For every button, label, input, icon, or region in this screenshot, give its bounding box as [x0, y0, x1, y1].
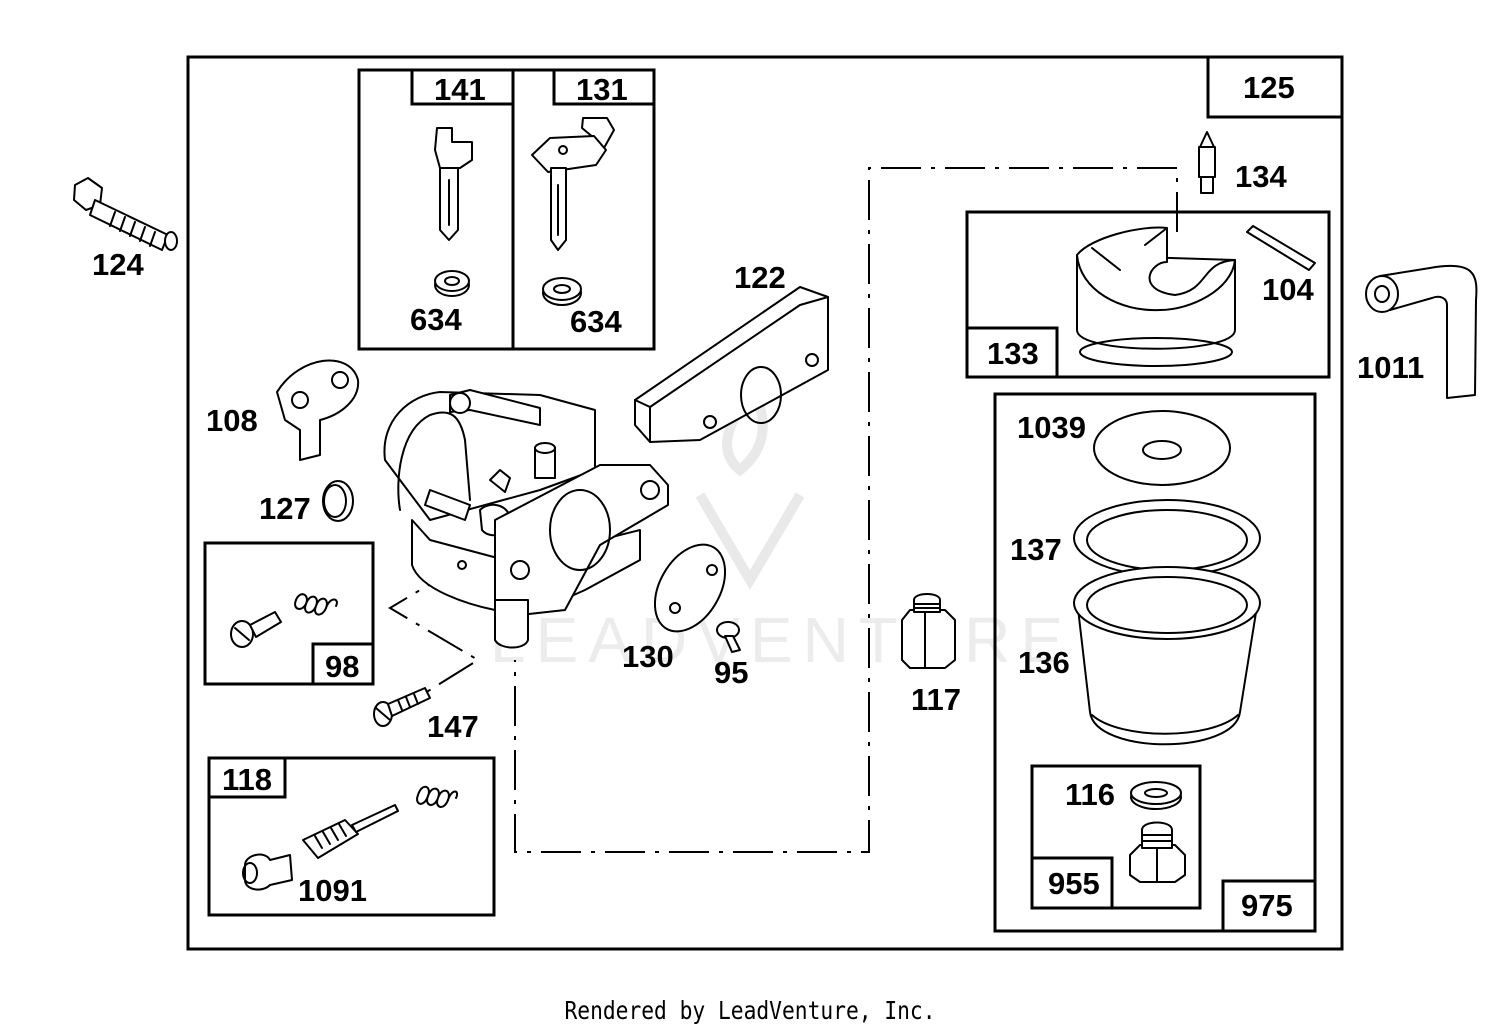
label-108: 108 [206, 403, 258, 438]
part-130-throttle-plate[interactable] [641, 532, 740, 643]
part-carburetor-body[interactable] [383, 389, 669, 649]
footer-credit: Rendered by LeadVenture, Inc. [564, 996, 936, 1025]
label-box-133 [965, 326, 1059, 379]
box-975 [993, 392, 1317, 933]
watermark-logo-v [695, 492, 805, 590]
part-122-insulator-gasket[interactable] [634, 286, 829, 443]
label-130: 130 [622, 639, 674, 674]
label-116: 116 [1065, 777, 1115, 812]
part-95-screw[interactable] [716, 621, 741, 653]
part-98-idle-screw-kit[interactable] [230, 593, 338, 648]
label-1039: 1039 [1017, 410, 1086, 445]
label-134: 134 [1235, 159, 1287, 194]
label-box-955 [1030, 856, 1114, 910]
label-box-125 [1206, 55, 1344, 119]
part-1039-bowl-gasket[interactable] [1093, 410, 1231, 486]
watermark: LEADVENTURE [490, 380, 1073, 676]
part-116-washer[interactable] [1130, 781, 1182, 810]
label-118: 118 [222, 762, 272, 797]
label-634-a: 634 [410, 302, 462, 337]
label-122: 122 [734, 260, 786, 295]
part-1011-fuel-hose[interactable] [1365, 264, 1478, 399]
label-131: 131 [576, 72, 628, 107]
part-136-float-bowl[interactable] [1073, 566, 1261, 746]
label-1091: 1091 [298, 873, 367, 908]
label-127: 127 [259, 491, 311, 526]
box-955 [1030, 764, 1202, 910]
connector-line-bowl [514, 167, 1178, 853]
part-127-welch-plug[interactable] [322, 480, 354, 522]
part-141-throttle-shaft[interactable] [434, 127, 473, 241]
label-98: 98 [325, 649, 359, 684]
label-124: 124 [92, 247, 144, 282]
watermark-text: LEADVENTURE [490, 604, 1073, 676]
box-133 [965, 210, 1331, 379]
part-108-choke-plate[interactable] [276, 359, 360, 461]
label-141: 141 [434, 72, 486, 107]
part-147-idle-speed-screw[interactable] [373, 687, 431, 727]
label-136: 136 [1018, 645, 1070, 680]
label-95: 95 [714, 655, 748, 690]
part-137-o-ring[interactable] [1073, 499, 1261, 577]
label-133: 133 [987, 336, 1039, 371]
part-131-choke-shaft[interactable] [531, 117, 615, 251]
part-133-float[interactable] [1076, 226, 1236, 367]
label-117: 117 [911, 682, 961, 717]
label-975: 975 [1241, 888, 1293, 923]
part-634-washer-a[interactable] [434, 270, 470, 297]
label-1011: 1011 [1357, 350, 1424, 385]
part-134-float-needle[interactable] [1198, 131, 1216, 194]
part-104-float-pin[interactable] [1246, 225, 1316, 271]
main-frame [186, 55, 1344, 951]
label-125: 125 [1243, 70, 1295, 105]
label-955: 955 [1048, 866, 1100, 901]
label-137: 137 [1010, 532, 1062, 567]
label-147: 147 [427, 709, 479, 744]
box-118 [207, 756, 496, 917]
label-box-975 [1221, 879, 1317, 933]
part-117-drain-plug[interactable] [901, 593, 956, 669]
part-1091-main-jet-kit[interactable] [242, 785, 458, 891]
label-104: 104 [1262, 272, 1314, 307]
label-box-98 [311, 642, 375, 686]
box-98 [203, 541, 375, 686]
label-box-118 [207, 756, 287, 799]
label-box-131 [552, 68, 656, 106]
part-955-bowl-nut[interactable] [1129, 821, 1186, 883]
part-124-bolt[interactable] [73, 177, 178, 251]
part-634-washer-b[interactable] [542, 277, 582, 306]
connector-line-idle-screw [388, 564, 480, 694]
label-634-b: 634 [570, 304, 622, 339]
